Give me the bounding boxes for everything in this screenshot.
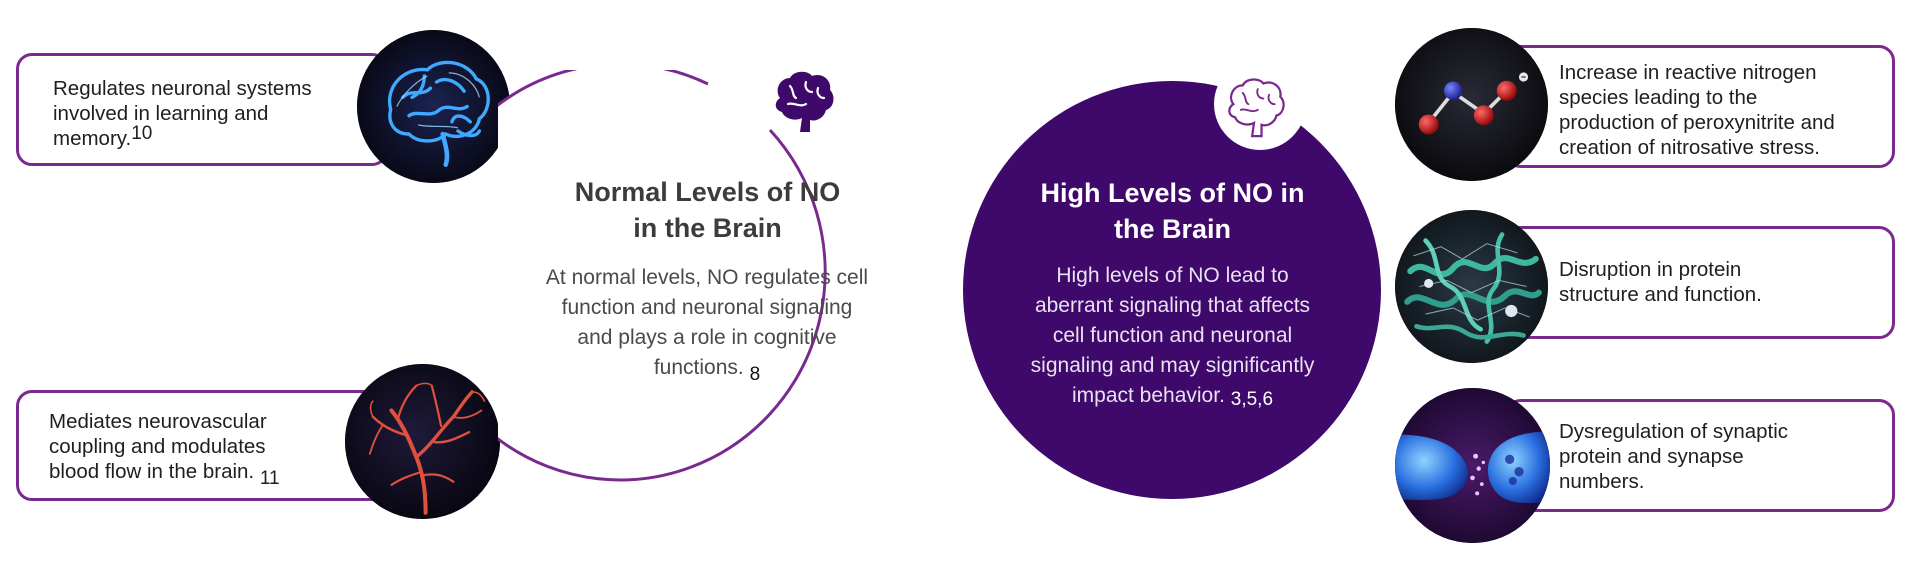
left-pill-learning-memory [16, 53, 388, 166]
right-pill-protein-disruption-text: Disruption in protein structure and func… [1559, 257, 1762, 307]
reference-number: 10 [131, 123, 153, 144]
normal-circle-ring [498, 70, 827, 482]
high-levels-title: High Levels of NO in the Brain [990, 175, 1355, 247]
molecule-icon [1395, 28, 1548, 181]
normal-levels-description: At normal levels, NO regulates cell func… [512, 263, 902, 385]
normal-levels-title: Normal Levels of NO in the Brain [520, 174, 895, 246]
left-pill-neurovascular-text: Mediates neurovascular coupling and modu… [49, 409, 280, 489]
right-pill-reactive-nitrogen-text: Increase in reactive nitrogen species le… [1559, 60, 1835, 160]
text-line: signaling and may significantly [1030, 354, 1315, 377]
high-levels-description: High levels of NO lead to aberrant signa… [985, 261, 1360, 412]
protein-structure-icon [1395, 210, 1548, 363]
text-line: impact behavior. 3,5,6 [1071, 384, 1274, 410]
text-line: creation of nitrosative stress. [1559, 136, 1820, 159]
text-line: blood flow in the brain. 11 [49, 460, 280, 489]
text-line: numbers. [1559, 470, 1645, 493]
blood-vessels-icon [345, 364, 500, 519]
molecule-image [1395, 28, 1548, 181]
text-line: structure and function. [1559, 283, 1762, 306]
protein-structure-image [1395, 210, 1548, 363]
reference-number: 8 [749, 364, 761, 385]
text-line: Dysregulation of synaptic [1559, 420, 1789, 443]
brain-icon-outline [1228, 78, 1285, 138]
text-line: coupling and modulates [49, 435, 266, 458]
title-line: Normal Levels of NO [574, 177, 841, 207]
text-line: High levels of NO lead to [1056, 264, 1289, 287]
right-pill-synaptic-dysregulation [1505, 399, 1895, 512]
text-line: Disruption in protein [1559, 258, 1742, 281]
text-line: production of peroxynitrite and [1559, 111, 1835, 134]
blood-vessels-image [345, 364, 500, 519]
text-line: Regulates neuronal systems [53, 77, 312, 100]
title-line: in the Brain [633, 213, 782, 243]
title-line: High Levels of NO in [1040, 178, 1305, 208]
text-line: memory.10 [53, 123, 153, 150]
text-line: At normal levels, NO regulates cell [545, 266, 869, 289]
glowing-brain-icon [357, 30, 510, 183]
left-pill-neurovascular [16, 390, 388, 501]
synapse-image [1395, 388, 1550, 543]
text-line: cell function and neuronal [1052, 324, 1293, 347]
brain-icon-filled [775, 71, 834, 132]
right-pill-protein-disruption [1505, 226, 1895, 339]
text-line: protein and synapse [1559, 445, 1744, 468]
right-pill-synaptic-dysregulation-text: Dysregulation of synaptic protein and sy… [1559, 419, 1788, 494]
text-line: species leading to the [1559, 86, 1758, 109]
text-line: aberrant signaling that affects [1034, 294, 1311, 317]
text-line: and plays a role in cognitive [577, 326, 837, 349]
text-line: Mediates neurovascular [49, 410, 267, 433]
text-line: functions. 8 [653, 356, 761, 385]
left-pill-learning-memory-text: Regulates neuronal systems involved in l… [53, 76, 312, 152]
reference-number: 3,5,6 [1230, 389, 1274, 410]
glowing-brain-image [357, 30, 510, 183]
title-line: the Brain [1113, 214, 1232, 244]
text-line: involved in learning and [53, 102, 269, 125]
reference-number: 11 [259, 468, 280, 489]
synapse-icon [1395, 388, 1550, 543]
text-line: function and neuronal signaling [561, 296, 853, 319]
text-line: Increase in reactive nitrogen [1559, 61, 1817, 84]
